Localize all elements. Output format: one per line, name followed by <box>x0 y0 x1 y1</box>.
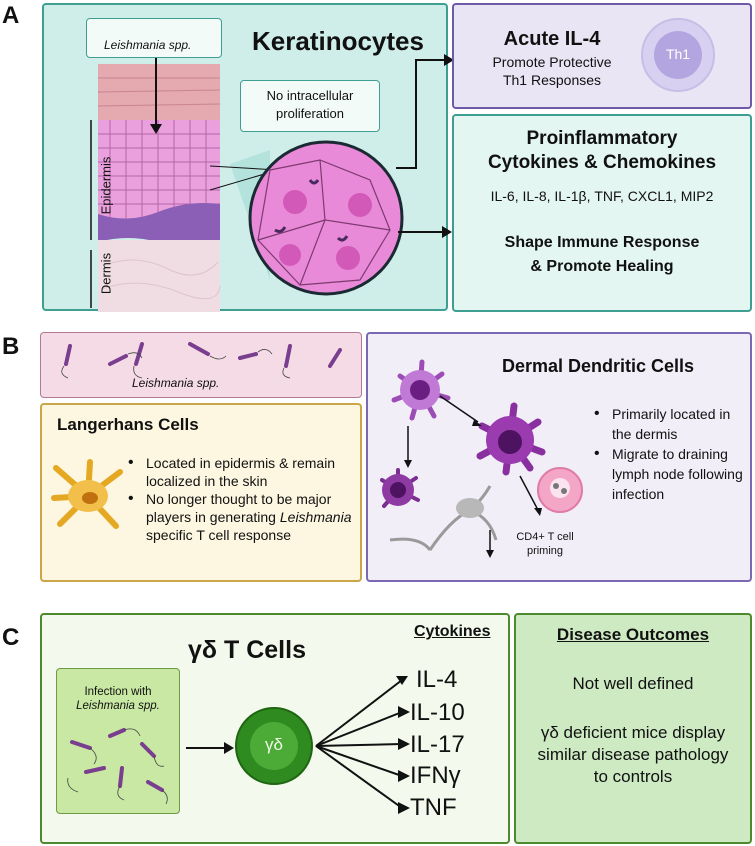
proinflammatory-line2: Cytokines & Chemokines <box>487 152 717 173</box>
cytokine-fan-arrows <box>315 676 410 814</box>
shape-immune-line2: & Promote Healing <box>530 258 674 275</box>
cytokine-tnf: TNF <box>410 794 457 821</box>
ddc-bullet-2: Migrate to draining lymph node following… <box>590 444 750 504</box>
langerhans-bullet-2-post: specific T cell response <box>146 527 291 543</box>
acute-il4-line2: Th1 Responses <box>502 72 602 88</box>
th1-cell-icon <box>641 18 715 92</box>
cytokine-il4: IL-4 <box>416 666 458 693</box>
parasite-label-b: Leishmania spp. <box>132 376 220 390</box>
gd-cell-icon <box>235 707 313 785</box>
langerhans-bullets: Located in epidermis & remain localized … <box>124 454 360 544</box>
langerhans-cell-icon <box>51 459 123 529</box>
th1-label: Th1 <box>665 46 691 62</box>
langerhans-bullet-2-italic: Leishmania <box>279 509 352 525</box>
acute-il4-line1: Promote Protective <box>492 54 612 70</box>
epidermis-label: Epidermis <box>98 156 114 215</box>
dendritic-cells-illustration <box>380 359 583 558</box>
parasite-label-box-a <box>86 18 222 58</box>
disease-outcomes-header: Disease Outcomes <box>556 625 710 644</box>
parasite-cluster-b <box>61 342 342 379</box>
keratinocyte-output-arrows <box>396 54 454 238</box>
cd4-priming-line1: CD4+ T cell <box>516 531 574 543</box>
langerhans-bullet-2-pre: No longer thought to be major players in… <box>146 491 332 525</box>
cytokine-ifng: IFNγ <box>410 762 461 789</box>
infection-line2: Leishmania spp. <box>76 700 160 712</box>
panel-label-b: B <box>2 333 20 360</box>
cytokine-list: IL-6, IL-8, IL-1β, TNF, CXCL1, MIP2 <box>490 188 714 204</box>
keratinocytes-title: Keratinocytes <box>252 26 424 56</box>
proinflammatory-line1: Proinflammatory <box>526 128 678 149</box>
langerhans-bullet-2: No longer thought to be major players in… <box>124 490 360 544</box>
langerhans-bullet-1: Located in epidermis & remain localized … <box>124 454 360 490</box>
proinflammatory-box <box>452 114 752 312</box>
layer-brackets <box>90 120 92 308</box>
disease-outcomes-box <box>514 613 752 844</box>
ddc-bullet-1: Primarily located in the dermis <box>590 404 750 444</box>
gd-t-cells-title: γδ T Cells <box>188 636 306 664</box>
acute-il4-title: Acute IL-4 <box>503 28 601 50</box>
infection-to-cell-arrow <box>186 742 234 754</box>
cytokine-il17: IL-17 <box>410 731 465 758</box>
outcome-1: Not well defined <box>572 674 694 693</box>
parasite-box-b <box>40 332 362 398</box>
langerhans-title: Langerhans Cells <box>57 415 199 434</box>
infection-line1: Infection with <box>84 686 152 698</box>
parasite-label-a: Leishmania spp. <box>104 38 192 52</box>
panel-label-c: C <box>2 624 20 651</box>
dermal-dendritic-bullets: Primarily located in the dermis Migrate … <box>590 404 750 504</box>
no-proliferation-box <box>240 80 380 132</box>
parasite-cluster-c <box>67 728 168 805</box>
cd4-priming-line2: priming <box>526 545 564 557</box>
shape-immune-line1: Shape Immune Response <box>504 234 700 251</box>
no-proliferation-line1: No intracellular <box>266 88 354 103</box>
dermis-label: Dermis <box>98 252 114 295</box>
outcome-2: γδ deficient mice display similar diseas… <box>537 723 729 786</box>
parasite-entry-arrow <box>150 58 162 134</box>
cytokine-il10: IL-10 <box>410 699 465 726</box>
panel-label-a: A <box>2 2 20 29</box>
dermal-dendritic-title: Dermal Dendritic Cells <box>502 356 695 376</box>
keratinocyte-zoom-circle <box>209 140 404 296</box>
no-proliferation-line2: proliferation <box>276 106 344 121</box>
skin-cross-section <box>97 64 221 312</box>
cytokines-header: Cytokines <box>414 623 491 640</box>
gd-cell-label: γδ <box>265 735 283 754</box>
